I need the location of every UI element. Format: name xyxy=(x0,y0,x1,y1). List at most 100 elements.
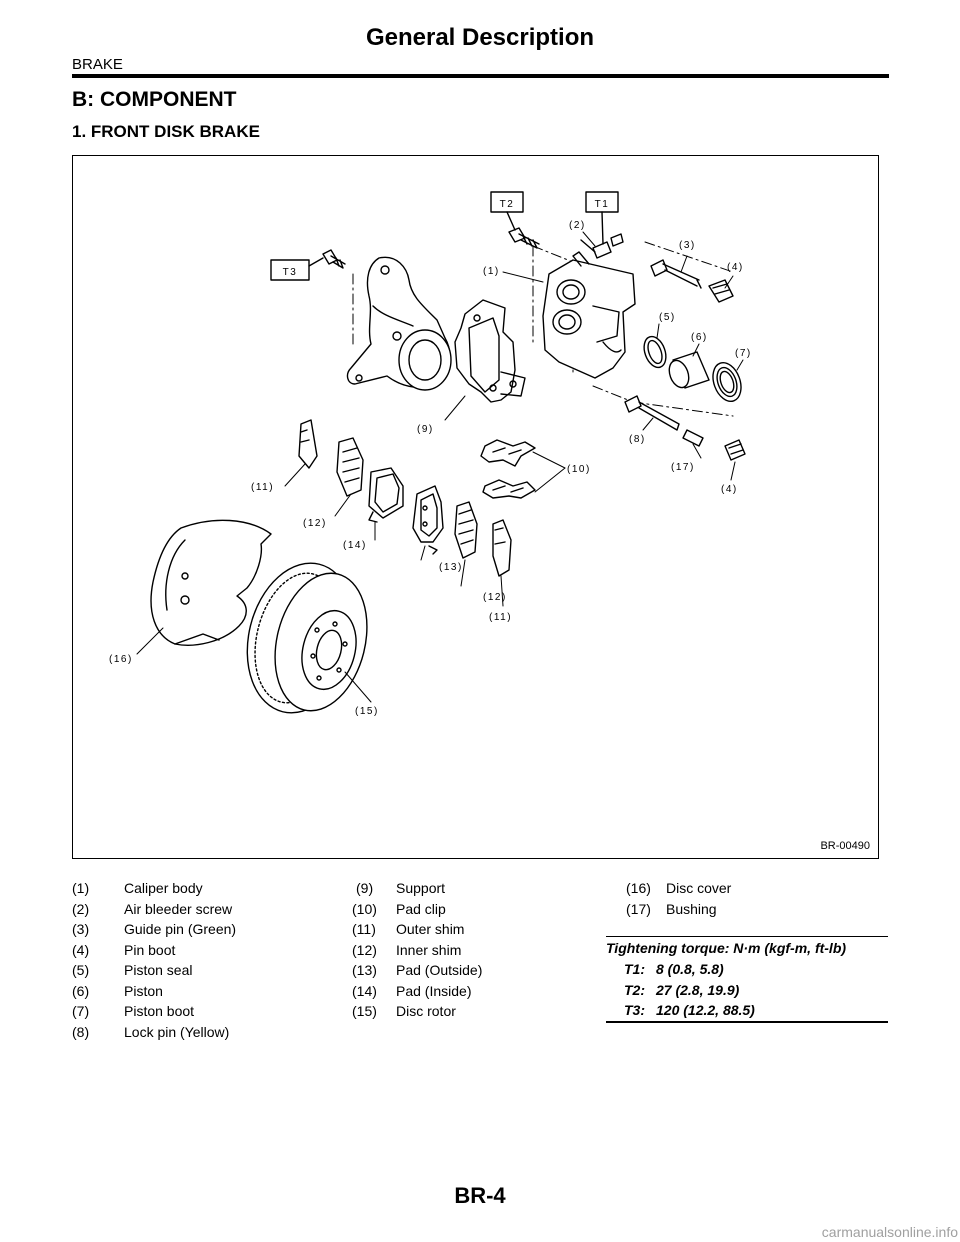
legend-item: (13)Pad (Outside) xyxy=(326,960,482,981)
legend-name: Bushing xyxy=(666,900,717,917)
exploded-diagram-figure: T2 T1 T3 xyxy=(72,155,879,859)
callout-14: (14) xyxy=(343,540,367,551)
watermark: carmanualsonline.info xyxy=(821,1224,958,1240)
legend-item: (3) Guide pin (Green) xyxy=(72,919,236,940)
callout-4-upper: (4) xyxy=(727,262,744,273)
callout-16: (16) xyxy=(109,654,133,665)
outer-shim-left xyxy=(298,419,318,469)
torque-tag-t3: T3 xyxy=(270,259,310,281)
bolt-t3 xyxy=(308,249,346,269)
steering-knuckle xyxy=(346,256,452,391)
outer-shim-right xyxy=(492,519,512,577)
torque-tag-t1-label: T1 xyxy=(595,199,610,210)
callout-8: (8) xyxy=(629,434,646,445)
subsection-title: 1. FRONT DISK BRAKE xyxy=(72,122,260,141)
pin-boot-lower xyxy=(724,439,746,461)
legend-name: Piston xyxy=(124,982,163,999)
legend-num: (17) xyxy=(626,900,651,917)
legend-name: Inner shim xyxy=(396,941,462,958)
legend-name: Outer shim xyxy=(396,921,465,937)
torque-value: 27 (2.8, 19.9) xyxy=(656,981,740,998)
legend-num: (3) xyxy=(72,921,90,937)
legend-name: Disc cover xyxy=(666,880,732,896)
piston-boot xyxy=(712,361,742,403)
inner-shim-right xyxy=(454,501,478,559)
callout-9: (9) xyxy=(417,424,434,435)
disc-cover xyxy=(150,519,272,646)
pad-inside xyxy=(368,467,404,523)
legend-name: Pad (Inside) xyxy=(396,982,472,999)
legend-name: Disc rotor xyxy=(396,1003,456,1019)
legend-num: (13) xyxy=(352,962,377,978)
piston xyxy=(668,351,710,389)
legend-column-3: (16) Disc cover (17) Bushing xyxy=(606,878,888,919)
callout-17: (17) xyxy=(671,462,695,473)
lock-pin xyxy=(624,395,680,431)
piston-seal xyxy=(643,335,667,369)
caliper-body xyxy=(542,251,636,379)
guide-pin xyxy=(650,259,702,289)
torque-tag-t1: T1 xyxy=(585,191,619,213)
legend-item: (16) Disc cover xyxy=(606,878,888,899)
legend-item: (12) Inner shim xyxy=(326,940,482,961)
pad-clips xyxy=(480,439,536,499)
torque-tag-t2: T2 xyxy=(490,191,524,213)
legend-num: (16) xyxy=(626,880,651,896)
page-number: BR-4 xyxy=(454,1183,506,1208)
air-bleeder-screw xyxy=(580,211,624,259)
legend-num: (4) xyxy=(72,941,90,958)
torque-row: T2: 27 (2.8, 19.9) xyxy=(606,980,888,1001)
torque-key: T3: xyxy=(624,1002,645,1018)
legend-num: (12) xyxy=(352,941,377,958)
legend-item: (10)Pad clip xyxy=(326,899,482,920)
legend-item: (5)Piston seal xyxy=(72,960,236,981)
callout-6: (6) xyxy=(691,332,708,343)
torque-tag-t2-label: T2 xyxy=(500,199,515,210)
page-header-section: BRAKE xyxy=(72,56,123,73)
bushing xyxy=(682,429,704,447)
legend-name: Support xyxy=(396,880,446,896)
legend-num: (7) xyxy=(72,1003,90,1019)
callout-2: (2) xyxy=(569,220,586,231)
pad-outside xyxy=(412,485,444,555)
legend-num: (14) xyxy=(352,982,377,999)
torque-heading: Tightening torque: N·m (kgf-m, ft-lb) xyxy=(606,936,888,959)
legend-item: (6) Piston xyxy=(72,981,236,1002)
legend-item: (7)Piston boot xyxy=(72,1001,236,1022)
legend-num: (6) xyxy=(72,982,90,999)
torque-table-bottom-rule xyxy=(606,1020,888,1023)
callout-12-right: (12) xyxy=(483,592,507,603)
torque-value: 120 (12.2, 88.5) xyxy=(656,1002,755,1018)
disc-rotor xyxy=(246,562,368,714)
legend-num: (2) xyxy=(72,900,90,917)
callout-11-right: (11) xyxy=(489,612,512,623)
callout-1: (1) xyxy=(483,266,500,277)
legend-item: (8) Lock pin (Yellow) xyxy=(72,1022,236,1043)
legend-column-2: (9)Support (10)Pad clip (11)Outer shim (… xyxy=(326,878,482,1022)
legend-item: (11) Outer shim xyxy=(326,919,482,940)
page-header-title: General Description xyxy=(365,24,595,51)
legend-num: (10) xyxy=(352,900,377,917)
torque-row: T1:8 (0.8, 5.8) xyxy=(606,959,888,980)
torque-key: T2: xyxy=(624,981,645,998)
legend-num: (8) xyxy=(72,1023,90,1040)
legend-item: (2)Air bleeder screw xyxy=(72,899,236,920)
inner-shim-left xyxy=(336,437,364,497)
torque-row: T3: 120 (12.2, 88.5) xyxy=(606,1000,888,1021)
callout-11-left: (11) xyxy=(251,482,274,493)
bolt-t2 xyxy=(506,211,540,249)
legend-column-1: (1)Caliper body (2)Air bleeder screw (3)… xyxy=(72,878,236,1042)
legend-name: Lock pin (Yellow) xyxy=(124,1023,230,1040)
callout-4-lower: (4) xyxy=(721,484,738,495)
legend-name: Pin boot xyxy=(124,941,176,958)
callout-15: (15) xyxy=(355,706,379,717)
torque-value: 8 (0.8, 5.8) xyxy=(656,961,724,977)
legend-item: (15)Disc rotor xyxy=(326,1001,482,1022)
callout-10: (10) xyxy=(567,464,591,475)
legend-num: (11) xyxy=(352,921,376,937)
legend-name: Piston seal xyxy=(124,962,193,978)
callout-labels: (1) (2) (3) (4) (5) (6) (7) (8) (9) (10)… xyxy=(109,220,750,717)
pin-boot-upper xyxy=(708,279,734,303)
torque-tag-t3-label: T3 xyxy=(283,267,298,278)
legend-name: Guide pin (Green) xyxy=(124,921,237,937)
